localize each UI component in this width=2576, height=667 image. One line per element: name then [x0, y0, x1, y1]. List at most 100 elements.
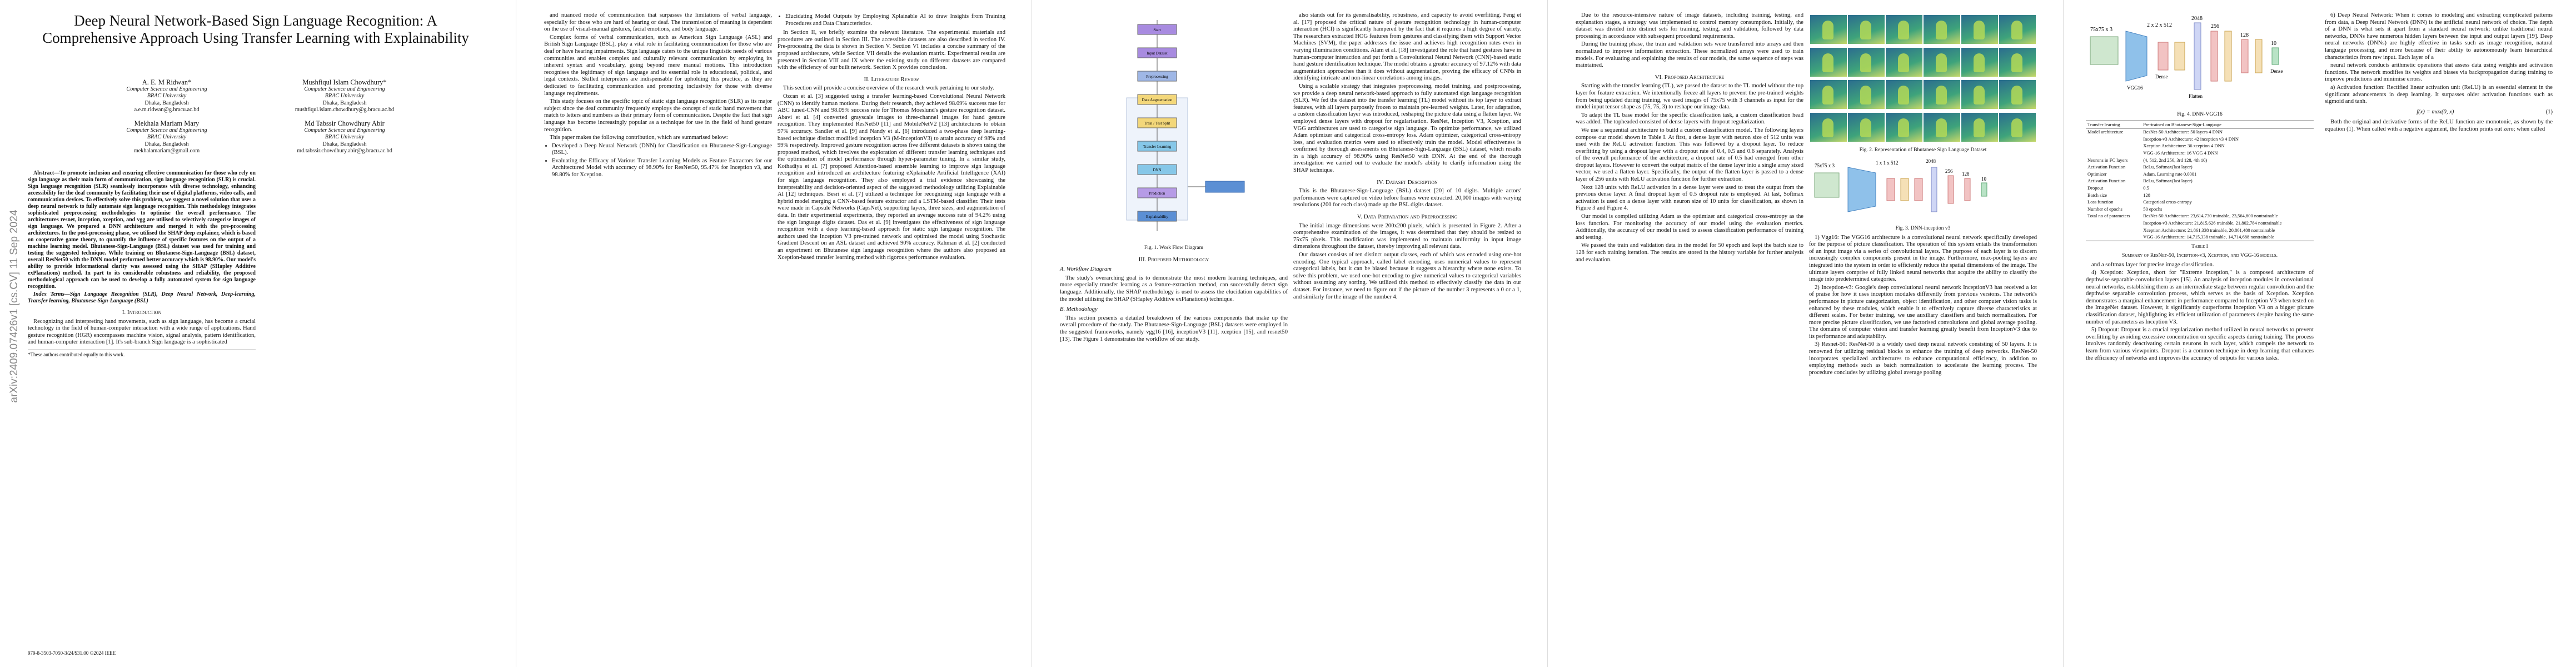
flow-box-label: Prediction — [1149, 191, 1165, 196]
paragraph: In Section II, we briefly examine the re… — [778, 29, 1005, 71]
page-2: and nuanced mode of communication that s… — [516, 0, 1032, 667]
section-heading: VI. Proposed Architecture — [1655, 73, 1725, 81]
paragraph: Starting with the transfer learning (TL)… — [1576, 83, 1803, 111]
page-4: Due to the resource-intensive nature of … — [1547, 0, 2064, 667]
table-cell: Activation Function — [2087, 178, 2126, 184]
dropout-block — [1900, 178, 1909, 201]
author-name: Mekhala Mariam Mary — [134, 120, 200, 127]
equation-number: (1) — [2545, 108, 2553, 115]
table-cell: ReLu, Softmax(last layer) — [2143, 178, 2193, 184]
table-cell — [2086, 233, 2142, 241]
footnote: *These authors contributed equally to th… — [28, 349, 256, 359]
flow-box-label: Data Augmentation — [1142, 98, 1173, 102]
author-dept: Computer Science and Engineering — [126, 86, 207, 92]
sign-image — [1848, 15, 1885, 44]
dense-block — [1886, 178, 1895, 201]
dim-label: 256 — [2211, 23, 2219, 29]
table-row: Activation Function ReLu, Softmax(last la… — [2086, 177, 2314, 185]
list-item: Elucidating Model Outputs by Employing X… — [785, 13, 1005, 27]
inception-diagram: 75x75 x 3 1 x 1 x 512 2048 256 128 10 — [1809, 156, 2037, 223]
dim-label: 2 x 2 x 512 — [2147, 22, 2172, 28]
table-cell: Adam, Learning rate 0.0001 — [2143, 171, 2197, 177]
author-inst: BRAC University — [147, 134, 187, 140]
table-cell: Activation Function — [2087, 164, 2126, 170]
figure-caption: Fig. 1. Work Flow Diagram — [1144, 245, 1204, 251]
flow-box — [1137, 24, 1177, 35]
table-cell: Loss function — [2087, 199, 2114, 205]
author-1: A. E. M Ridwan* Computer Science and Eng… — [94, 79, 239, 114]
paper-title: Deep Neural Network-Based Sign Language … — [42, 12, 469, 46]
table-cell: Pre-trained on Bhutanese-Sign-Language — [2141, 120, 2314, 129]
dense-block — [2158, 42, 2169, 71]
table-cell: Neurons in FC layers — [2087, 157, 2128, 163]
author-dept: Computer Science and Engineering — [304, 86, 385, 92]
flow-box-label: Start — [1153, 28, 1160, 32]
sign-image — [1848, 80, 1885, 109]
author-city: Dhaka, Bangladesh — [322, 141, 367, 147]
section-heading: I. Introduction — [122, 309, 162, 316]
column-right: also stands out for its generalisability… — [1293, 12, 1521, 302]
paragraph: Complex forms of verbal communication, s… — [544, 34, 772, 97]
arxiv-id: arXiv:2409.07426v1 [cs.CV] 11 Sep 2024 — [8, 210, 20, 403]
author-city: Dhaka, Bangladesh — [145, 141, 189, 147]
table-cell: Dropout — [2087, 185, 2104, 191]
table-cell: 128 — [2143, 192, 2150, 198]
paragraph: We passed the train and validation data … — [1576, 242, 1803, 263]
sign-image — [1961, 112, 1998, 142]
vgg16-svg: 75x75 x 3 2 x 2 x 512 2048 256 128 10 VG… — [2090, 16, 2283, 99]
paragraph: This is the Bhutanese-Sign-Language (BSL… — [1293, 188, 1521, 208]
paragraph: The initial image dimensions were 200x20… — [1293, 222, 1521, 250]
vgg16-diagram: 75x75 x 3 2 x 2 x 512 2048 256 128 10 VG… — [2086, 14, 2314, 109]
sign-image — [1999, 80, 2036, 109]
paragraph: We use a sequential architecture to buil… — [1576, 127, 1803, 183]
paragraph: neural network conducts arithmetic opera… — [2325, 62, 2553, 83]
paragraph: 6) Deep Neural Network: When it comes to… — [2325, 12, 2553, 61]
layer-label: Dense — [2155, 74, 2168, 79]
paragraph: This study focuses on the specific topic… — [544, 98, 772, 133]
section-heading: III. Proposed Methodology — [1138, 256, 1209, 263]
table-caption: Summary of ResNet-50, Inception-v3, Xcep… — [2121, 252, 2278, 259]
dropout-block — [2255, 39, 2263, 73]
table-cell: ResNet-50 Architecture: 23,614,730 train… — [2143, 213, 2278, 219]
paragraph: The study's overarching goal is to demon… — [1060, 275, 1288, 302]
table-cell: Inception-v3 Architecture: 42 inception … — [2143, 136, 2239, 142]
sign-image — [1886, 47, 1922, 77]
inception-block — [1847, 167, 1876, 212]
table-cell: VGG-16 Architecture: 16 VGG 4 DNN — [2143, 150, 2218, 156]
dim-label: 1 x 1 x 512 — [1876, 160, 1899, 166]
paragraph: 5) Dropout: Dropout is a crucial regular… — [2086, 327, 2314, 361]
author-inst: BRAC University — [325, 93, 365, 99]
table-cell: Transfer learning — [2086, 120, 2142, 129]
table-cell: ResNet-50 Architecture: 50 layers 4 DNN — [2143, 129, 2223, 135]
sign-image — [1886, 15, 1922, 44]
author-email: a.e.m.ridwan@g.bracu.ac.bd — [134, 107, 200, 113]
sign-image — [1999, 112, 2036, 142]
table-cell: Inception-v3 Architecture: 21,815,626 tr… — [2143, 220, 2282, 226]
dense-block — [2210, 31, 2218, 82]
paragraph: Our model is compiled utilizing Adam as … — [1576, 213, 1803, 241]
paragraph: Our dataset consists of ten distinct out… — [1293, 252, 1521, 300]
abstract: Abstract—To promote inclusion and ensuri… — [28, 170, 256, 290]
paragraph: 1) Vgg16: The VGG16 architecture is a co… — [1809, 234, 2037, 283]
abstract-column: Abstract—To promote inclusion and ensuri… — [28, 170, 256, 359]
sign-image — [1924, 47, 1960, 77]
flatten-block — [1931, 167, 1937, 212]
dim-label: 75x75 x 3 — [1815, 163, 1835, 168]
equation: f(x) = max(0, x) (1) — [2325, 109, 2553, 116]
sign-image — [1886, 80, 1922, 109]
paragraph: a) Activation function: Rectified linear… — [2325, 84, 2553, 105]
inception-svg: 75x75 x 3 1 x 1 x 512 2048 256 128 10 — [1814, 158, 1987, 212]
flow-box-label: DNN — [1153, 168, 1161, 172]
contribution-list: Developed a Deep Neural Network (DNN) fo… — [552, 143, 772, 179]
paragraph: Next 128 units with ReLU activation in a… — [1576, 184, 1803, 212]
layer-label: Flatten — [2189, 93, 2203, 99]
section-heading: V. Data Preparation and Preprocessing — [1357, 213, 1458, 221]
